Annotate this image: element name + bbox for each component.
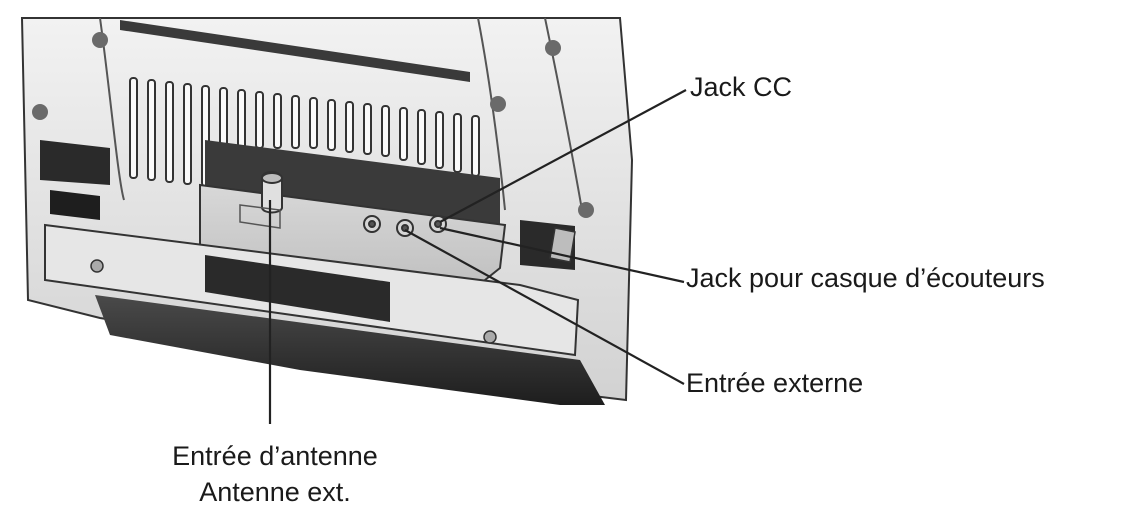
callout-entree-antenne: Entrée d’antenne	[172, 441, 378, 471]
screw-boss	[92, 32, 108, 48]
leader-lines	[268, 89, 687, 424]
rail-screw-left	[90, 259, 104, 273]
left-recess-lower	[50, 190, 100, 220]
antenna-mount	[239, 204, 281, 229]
callout-antenne: Entrée d’antenne Antenne ext.	[120, 438, 430, 510]
lower-rail-groove	[205, 255, 390, 322]
callout-entree-externe: Entrée externe	[686, 368, 864, 398]
screw-boss	[545, 40, 561, 56]
screw-boss	[578, 202, 594, 218]
top-slot	[120, 20, 470, 82]
screw-boss	[32, 104, 48, 120]
rail-screw-right	[483, 330, 497, 344]
antenna-post-top	[261, 172, 283, 184]
callout-jack-casque: Jack pour casque d’écouteurs	[686, 263, 1045, 293]
housing-rib-center	[477, 17, 506, 211]
callout-antenne-ext: Antenne ext.	[199, 477, 351, 507]
screw-boss	[490, 96, 506, 112]
callout-jack-cc: Jack CC	[690, 72, 793, 102]
left-recess	[40, 140, 110, 185]
bottom-base	[95, 295, 605, 405]
